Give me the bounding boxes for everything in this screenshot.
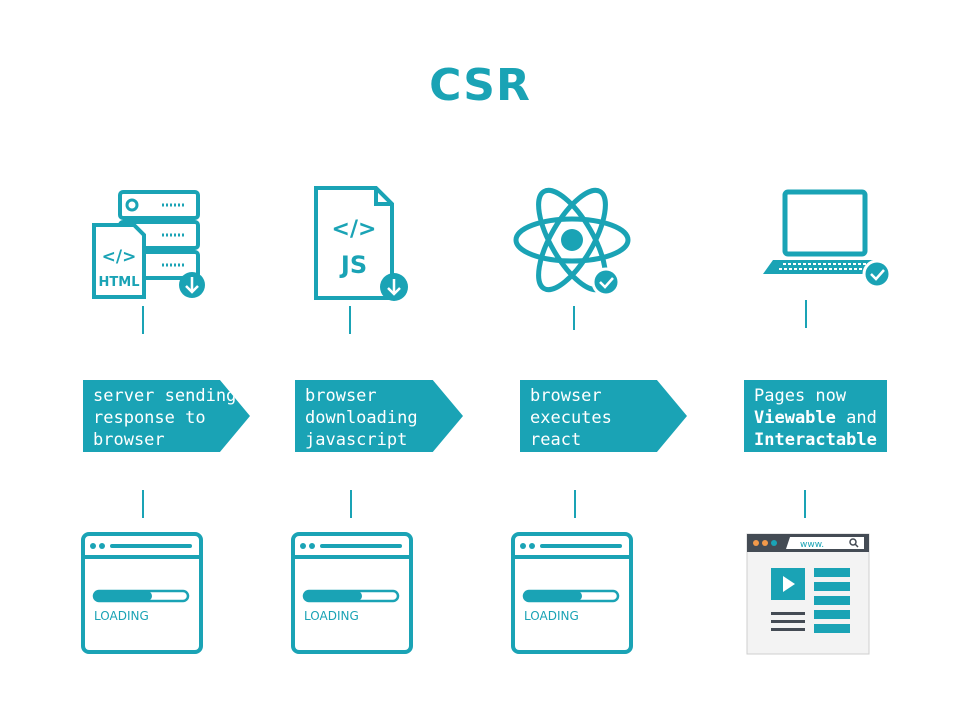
step-server-sending: </> HTML server sending response to brow… xyxy=(35,0,255,720)
js-file-download-icon: </> JS xyxy=(245,180,465,301)
step-line: server sending xyxy=(93,386,237,406)
step-label-arrow: server sending response to browser xyxy=(83,380,250,452)
step-line: response to xyxy=(93,408,206,428)
loading-label: LOADING xyxy=(524,609,579,623)
code-badge: </> xyxy=(332,217,377,242)
step-line: Pages now xyxy=(754,386,847,406)
step-browser-executes: browser executes react LOADING xyxy=(463,0,687,720)
step-line: Viewable and xyxy=(754,407,877,429)
interactable-bold: Interactable xyxy=(754,430,877,450)
connector-bottom xyxy=(574,490,576,518)
browser-loading-icon: LOADING xyxy=(243,530,463,660)
react-atom-check-icon xyxy=(465,180,685,300)
step-pages-viewable: Pages now Viewable and Interactable www. xyxy=(715,0,935,720)
step-label-box: Pages now Viewable and Interactable xyxy=(744,380,887,452)
and-text: and xyxy=(835,408,877,428)
browser-video-page-icon: www. xyxy=(695,530,915,660)
browser-loading-icon: LOADING xyxy=(463,530,683,660)
step-line: executes xyxy=(530,408,612,428)
step-line: javascript xyxy=(305,430,408,450)
step-line: browser xyxy=(305,386,377,406)
connector-top xyxy=(805,300,807,328)
viewable-bold: Viewable xyxy=(754,408,836,428)
connector-bottom xyxy=(350,490,352,518)
browser-loading-icon: LOADING xyxy=(33,530,253,660)
connector-bottom xyxy=(804,490,806,518)
step-line: downloading xyxy=(305,408,418,428)
laptop-check-icon xyxy=(715,180,935,300)
loading-label: LOADING xyxy=(304,609,359,623)
step-label-arrow: browser executes react xyxy=(520,380,687,452)
server-html-download-icon: </> HTML xyxy=(35,180,255,300)
step-line: react xyxy=(530,430,582,450)
step-line: Interactable xyxy=(754,429,877,451)
connector-top xyxy=(142,306,144,334)
step-line: browser xyxy=(93,430,165,450)
connector-bottom xyxy=(142,490,144,518)
loading-label: LOADING xyxy=(94,609,149,623)
step-line: browser xyxy=(530,386,602,406)
code-badge: </> xyxy=(102,247,137,267)
step-browser-downloading: </> JS browser downloading javascript LO… xyxy=(245,0,465,720)
step-label-arrow: browser downloading javascript xyxy=(295,380,463,452)
js-badge: JS xyxy=(339,251,367,279)
connector-top xyxy=(573,306,575,330)
html-badge: HTML xyxy=(99,275,140,290)
connector-top xyxy=(349,306,351,334)
diagram-title: CSR xyxy=(429,60,531,111)
url-text: www. xyxy=(800,540,824,550)
